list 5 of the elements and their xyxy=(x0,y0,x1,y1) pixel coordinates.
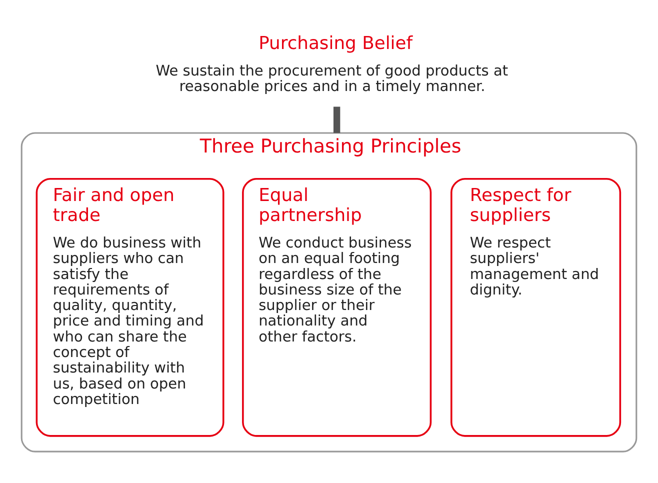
node-text: Purchasing Belief We sustain the procurement of good products at reasonable prices and in a timely manner. xyxy=(156,32,508,94)
connector xyxy=(333,106,340,133)
node-box: Fair and open trade We do business with suppliers who can satisfy the requirements of quality, quantity, price and timing and who can share the concept of sustainability with us, based on open competition xyxy=(36,177,224,436)
node-box: Equal partnership We conduct business on an equal footing regardless of the business size of the supplier or their nationality and other factors. xyxy=(242,177,432,436)
node-box: Respect for suppliers We respect suppliers' management and dignity. xyxy=(450,177,622,436)
